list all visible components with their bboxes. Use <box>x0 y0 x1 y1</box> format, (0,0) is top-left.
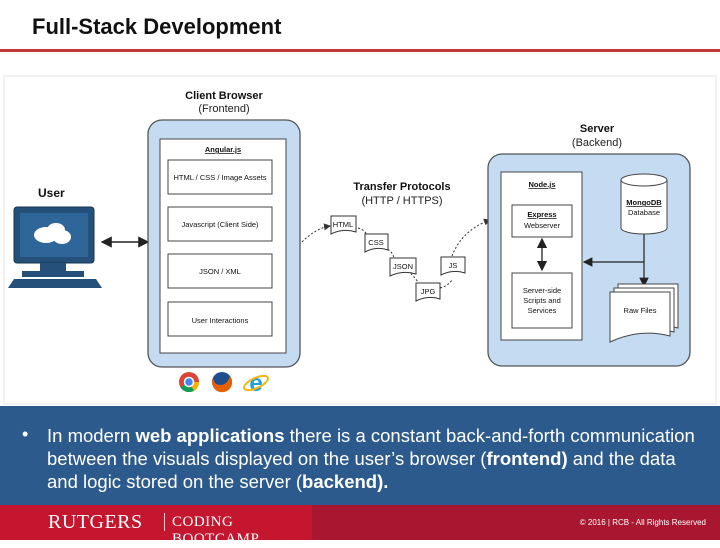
client-item-box-4 <box>167 301 273 337</box>
client-subtitle: (Frontend) <box>198 103 249 115</box>
chrome-icon <box>179 372 200 393</box>
db-sub: Database <box>628 208 660 217</box>
client-item-3: JSON / XML <box>199 267 241 276</box>
ie-icon: e <box>243 370 269 397</box>
express-sub: Webserver <box>524 221 561 230</box>
db-title: MongoDB <box>626 198 662 207</box>
bullet-panel: • In modern web applications there is a … <box>0 406 720 505</box>
file-tag-jpg: JPG <box>415 282 441 302</box>
footer-bar: RUTGERS CODING BOOTCAMP © 2016 | RCB - A… <box>0 505 720 547</box>
database-icon <box>620 173 668 235</box>
svg-text:CSS: CSS <box>368 238 383 247</box>
transfer-path-right <box>451 218 491 257</box>
scripts-box <box>511 272 573 329</box>
footer-logo-area: RUTGERS CODING BOOTCAMP <box>0 505 312 547</box>
slide-title: Full-Stack Development <box>32 14 282 39</box>
scripts-line-3: Services <box>528 306 557 315</box>
transfer-path-left <box>301 223 331 243</box>
file-tag-html: HTML <box>330 215 357 235</box>
express-title: Express <box>527 210 556 219</box>
rutgers-logo: RUTGERS <box>48 511 143 533</box>
raw-files-label: Raw Files <box>624 306 657 315</box>
server-subtitle: (Backend) <box>572 137 622 149</box>
file-tag-css: CSS <box>364 233 389 253</box>
bold-web-applications: web applications <box>135 425 285 446</box>
svg-text:HTML: HTML <box>333 220 353 229</box>
client-item-box-3 <box>167 253 273 289</box>
file-tag-json: JSON <box>389 257 417 277</box>
raw-files-stack <box>609 283 679 343</box>
angular-label: Angular.js <box>205 145 241 154</box>
svg-text:e: e <box>249 370 262 397</box>
svg-text:JSON: JSON <box>393 262 413 271</box>
express-box <box>511 204 573 238</box>
full-stack-diagram: User Client Browser (Frontend) Angular.j… <box>3 75 717 405</box>
title-divider <box>0 49 720 52</box>
file-tag-js: JS <box>440 256 466 276</box>
firefox-icon <box>212 372 233 393</box>
client-item-4: User Interactions <box>192 316 249 325</box>
user-label: User <box>38 186 65 200</box>
node-label: Node.js <box>528 180 555 189</box>
bootcamp-logo-text: CODING BOOTCAMP <box>172 514 260 547</box>
svg-text:JS: JS <box>449 261 458 270</box>
bold-frontend: frontend) <box>486 448 568 469</box>
scripts-line-1: Server-side <box>523 286 561 295</box>
bold-backend: backend). <box>302 471 389 492</box>
transfer-subtitle: (HTTP / HTTPS) <box>361 195 442 207</box>
bullet-text: In modern web applications there is a co… <box>47 425 695 492</box>
server-title: Server <box>580 123 615 135</box>
logo-separator <box>164 513 165 531</box>
client-title: Client Browser <box>185 90 263 102</box>
copyright-text: © 2016 | RCB - All Rights Reserved <box>579 518 706 527</box>
transfer-path-4 <box>439 279 453 289</box>
client-item-box-1 <box>167 159 273 195</box>
client-item-1: HTML / CSS / Image Assets <box>173 173 266 182</box>
svg-text:JPG: JPG <box>421 287 436 296</box>
client-item-box-2 <box>167 206 273 242</box>
client-item-2: Javascript (Client Side) <box>181 220 259 229</box>
bullet-marker: • <box>22 424 29 444</box>
computer-icon <box>8 206 102 288</box>
scripts-line-2: Scripts and <box>523 296 561 305</box>
transfer-title: Transfer Protocols <box>353 181 450 193</box>
